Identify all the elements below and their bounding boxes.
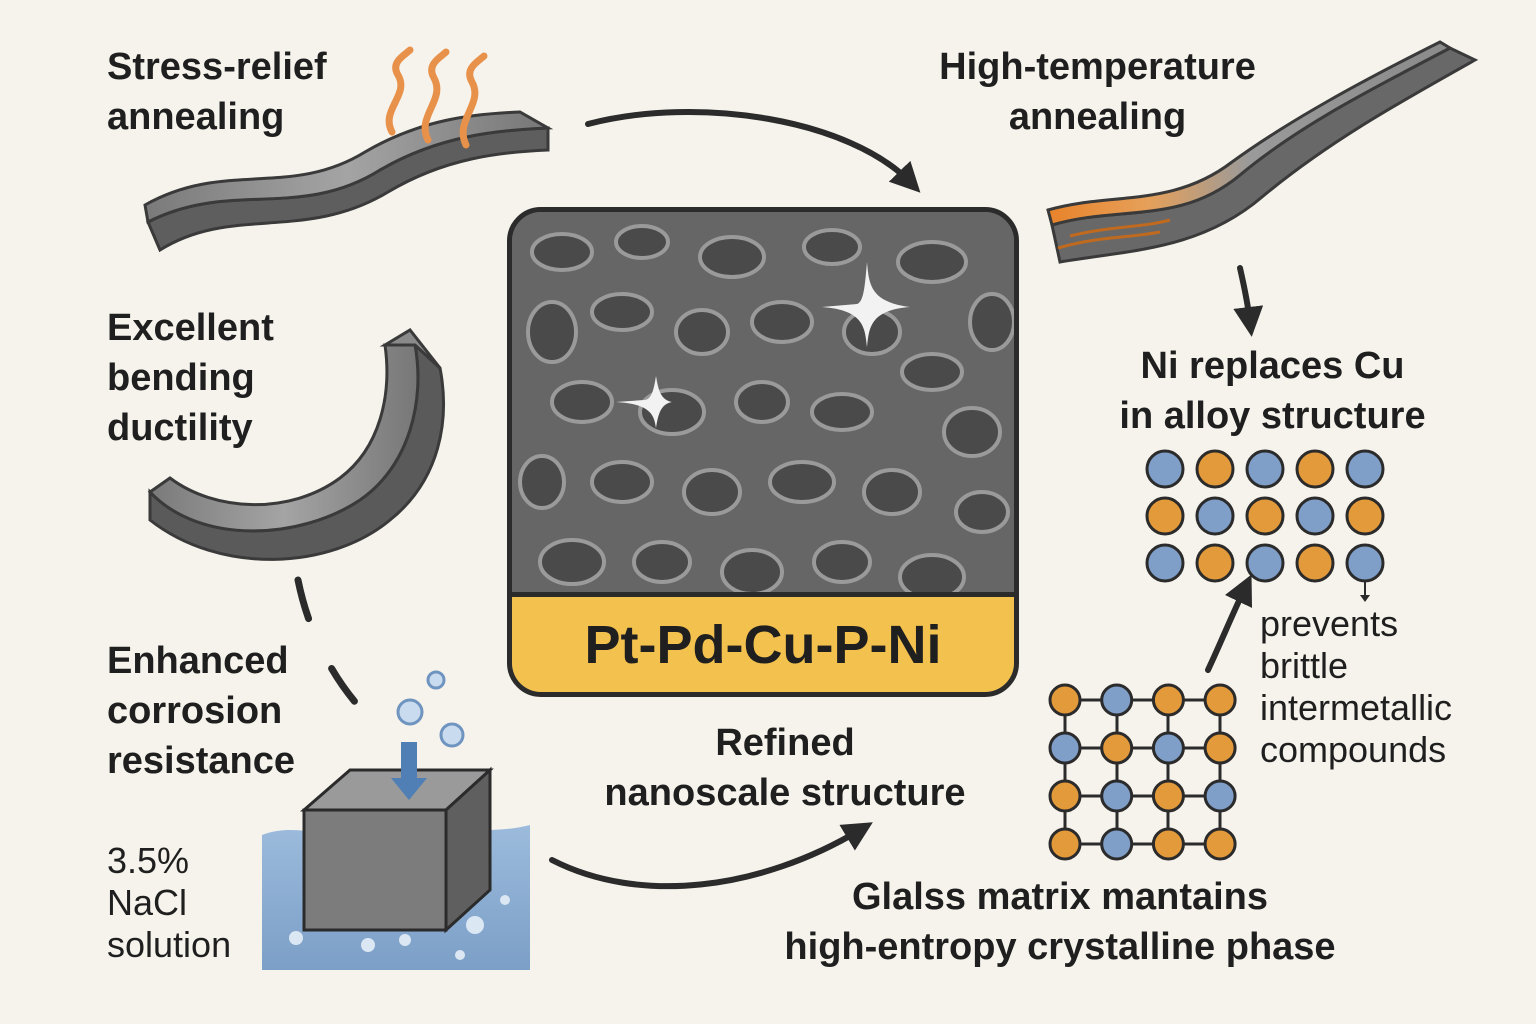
micrograph-panel: Pt-Pd-Cu-P-Ni: [507, 207, 1019, 697]
lattice-bottom-atoms: [1048, 683, 1237, 861]
label-corrosion: Enhanced corrosion resistance: [107, 640, 296, 782]
atom-orange: [1203, 731, 1237, 765]
atom-orange: [1151, 827, 1185, 861]
atom-orange: [1203, 827, 1237, 861]
atom-blue: [1245, 543, 1285, 583]
arrow-to-top-lattice: [1205, 574, 1253, 673]
arrow-to-high-temp: [585, 109, 921, 193]
label-prevents: prevents brittle intermetallic compounds: [1260, 603, 1453, 770]
heat-icon: [385, 46, 488, 149]
atom-orange: [1048, 683, 1082, 717]
lattice-top-atoms: [1145, 449, 1385, 583]
alloy-name-banner: Pt-Pd-Cu-P-Ni: [512, 592, 1014, 692]
atom-blue: [1100, 827, 1134, 861]
atom-blue: [1245, 449, 1285, 489]
atom-orange: [1245, 496, 1285, 536]
atom-orange: [1151, 779, 1185, 813]
label-bending: Excellent bending ductility: [107, 307, 274, 449]
high-temp-ribbon: [1046, 40, 1479, 264]
atom-blue: [1203, 779, 1237, 813]
arrow-to-glass-matrix: [549, 822, 873, 890]
label-high-temp: High-temperature annealing: [939, 46, 1256, 138]
sparkle-icon: [616, 376, 672, 428]
atom-orange: [1295, 449, 1335, 489]
label-refined: Refined nanoscale structure: [604, 722, 966, 814]
atom-blue: [1295, 496, 1335, 536]
sample-cube-icon: [299, 766, 494, 934]
label-nacl: 3.5% NaCl solution: [107, 840, 232, 965]
small-down-arrow-icon: [1360, 582, 1370, 602]
label-ni-replaces: Ni replaces Cu in alloy structure: [1119, 345, 1426, 437]
atom-orange: [1145, 496, 1185, 536]
lattice-bottom-grid: [1063, 698, 1222, 846]
atom-orange: [1100, 731, 1134, 765]
atom-blue: [1100, 779, 1134, 813]
atom-orange: [1345, 496, 1385, 536]
immersion-arrow-icon: [391, 742, 427, 800]
atom-blue: [1048, 731, 1082, 765]
atom-orange: [1195, 449, 1235, 489]
atom-blue: [1345, 449, 1385, 489]
atom-orange: [1048, 827, 1082, 861]
atom-orange: [1048, 779, 1082, 813]
atom-blue: [1151, 731, 1185, 765]
atom-blue: [1145, 543, 1185, 583]
alloy-name: Pt-Pd-Cu-P-Ni: [584, 614, 942, 675]
sparkle-icon: [822, 262, 910, 347]
atom-blue: [1100, 683, 1134, 717]
bubbles-icon: [396, 670, 465, 748]
arrow-to-ni-replaces: [1233, 265, 1264, 337]
nanoscale-micrograph: [512, 212, 1014, 612]
stress-relief-ribbon: [143, 110, 554, 253]
atom-blue: [1195, 496, 1235, 536]
atom-blue: [1345, 543, 1385, 583]
atom-orange: [1295, 543, 1335, 583]
bent-ribbon: [147, 328, 445, 561]
label-glass-matrix: Glalss matrix mantains high-entropy crys…: [784, 876, 1336, 968]
atom-orange: [1151, 683, 1185, 717]
dashed-connector: [294, 576, 376, 724]
atom-blue: [1145, 449, 1185, 489]
label-stress-relief: Stress-relief annealing: [107, 46, 327, 138]
atom-orange: [1195, 543, 1235, 583]
atom-orange: [1203, 683, 1237, 717]
